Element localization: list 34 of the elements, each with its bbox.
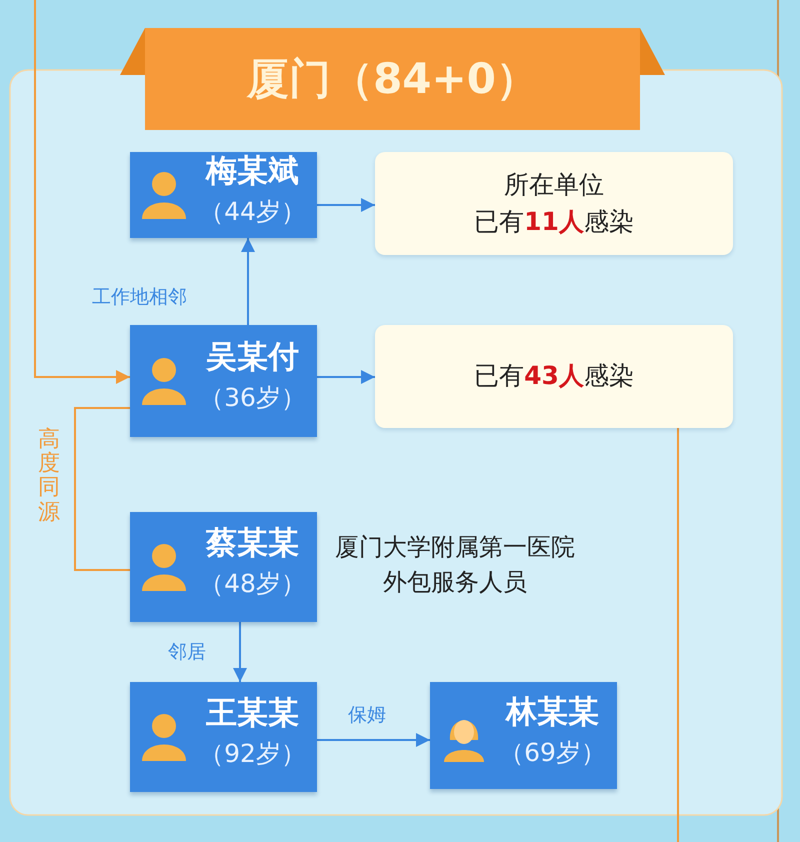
arrow [317, 198, 375, 212]
person-box [130, 152, 317, 238]
age-text: （48岁） [198, 569, 307, 599]
edge-label: 保姆 [348, 705, 386, 726]
note-text: 已有11人感染 [474, 206, 634, 238]
arrow [233, 622, 247, 682]
edge-label: 邻居 [168, 642, 206, 663]
person-name: 梅某斌 [204, 153, 300, 190]
age-text: （36岁） [198, 383, 307, 413]
title: 厦门（84+0） [247, 53, 538, 105]
note-text: 所在单位 [504, 169, 604, 202]
person-name: 王某某 [205, 695, 300, 732]
connector-line [677, 428, 679, 842]
note-box [375, 325, 733, 428]
age-text: （69岁） [498, 738, 607, 768]
arrow [241, 238, 255, 325]
note-text: 已有43人感染 [474, 360, 634, 392]
arrow [34, 0, 130, 384]
age-text: （44岁） [198, 197, 307, 227]
person-box [430, 682, 617, 789]
person-box [130, 325, 317, 437]
arrow [317, 370, 375, 384]
connector-line [74, 407, 130, 571]
edge-label: 工作地相邻 [92, 287, 187, 308]
note-box [375, 152, 733, 255]
person-box [130, 512, 317, 622]
arrow [317, 733, 430, 747]
person-name: 蔡某某 [204, 525, 300, 562]
person-name: 吴某付 [204, 339, 300, 376]
person-name: 林某某 [504, 694, 600, 731]
note-text: 厦门大学附属第一医院外包服务人员 [334, 532, 576, 598]
person-box [130, 682, 317, 792]
edge-label: 高度同源 [38, 428, 60, 525]
age-text: （92岁） [198, 739, 307, 769]
